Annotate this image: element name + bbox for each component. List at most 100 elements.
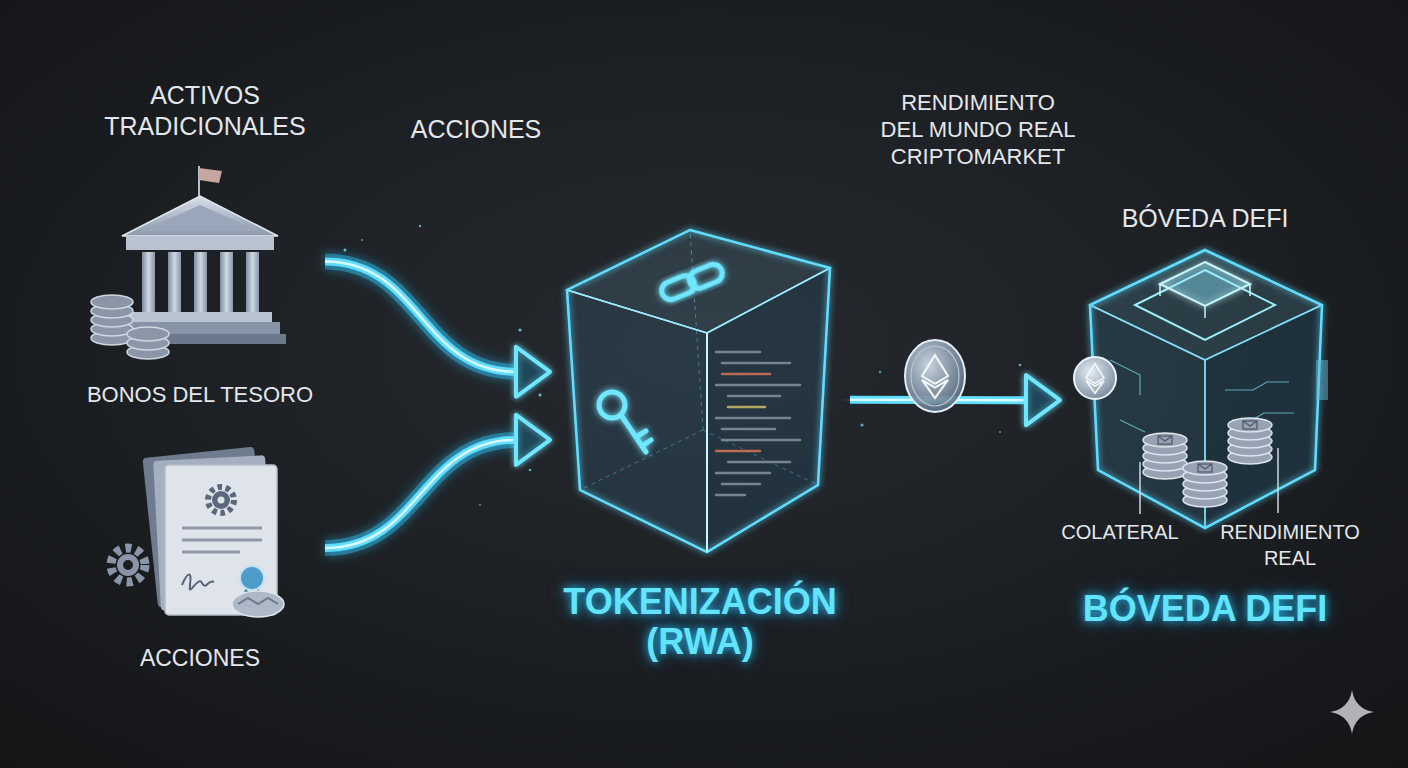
coin-stack — [127, 327, 169, 341]
certificate-icon — [182, 551, 240, 554]
caption-label: RENDIMIENTO REAL — [1214, 519, 1366, 571]
certificate-icon — [182, 539, 262, 542]
certificate-icon — [218, 497, 225, 504]
bank-icon — [122, 196, 278, 236]
token-cube — [599, 392, 651, 452]
code-lines — [716, 494, 745, 497]
code-lines — [722, 428, 775, 431]
sparkles — [519, 329, 522, 332]
ether-coin — [1074, 357, 1116, 399]
defi-vault — [1249, 284, 1251, 296]
caption-label: ACTIVOS TRADICIONALES — [93, 80, 318, 143]
bank-icon — [126, 236, 274, 250]
bank-icon — [220, 252, 233, 312]
defi-vault — [1074, 250, 1328, 528]
certificate-icon — [182, 575, 214, 590]
node-label: BÓVEDA DEFI — [1060, 203, 1350, 233]
code-lines — [728, 406, 765, 409]
token-cube — [567, 290, 707, 552]
certificate-icon — [123, 560, 133, 570]
sparkles — [999, 431, 1001, 433]
coin-stack — [91, 295, 133, 309]
sparkles — [1019, 364, 1022, 367]
envelope-symbol — [1158, 436, 1172, 441]
arrow-head — [516, 347, 550, 397]
ether-coin — [1086, 381, 1104, 394]
certificate-icon — [182, 527, 262, 530]
sparkles — [529, 469, 532, 472]
sparkles — [879, 371, 881, 373]
token-cube — [687, 262, 725, 291]
envelope-symbol — [1158, 421, 1257, 472]
code-lines — [716, 417, 790, 420]
sparkles — [479, 504, 481, 506]
arrow-head — [516, 415, 550, 465]
process-node: ACCIONES — [75, 440, 325, 680]
defi-vault — [1090, 250, 1322, 528]
caption-label: RENDIMIENTO DEL MUNDO REAL CRIPTOMARKET — [878, 89, 1077, 170]
certificate-icon — [208, 487, 234, 513]
bank-icon — [91, 166, 286, 359]
arrow-core — [325, 440, 516, 548]
defi-vault — [1159, 284, 1161, 296]
bank-icon — [168, 252, 181, 312]
token-cube — [621, 415, 651, 452]
envelope-symbol — [1243, 421, 1257, 429]
sparkles — [419, 225, 421, 227]
code-lines — [716, 450, 760, 453]
certificate-icon — [117, 554, 139, 576]
certificate-icon — [240, 566, 264, 590]
sparkles — [861, 424, 864, 427]
code-lines — [716, 384, 800, 387]
ether-coin — [911, 346, 959, 406]
ether-coin — [1086, 364, 1104, 384]
arrow-core — [325, 261, 516, 371]
certificate-icon — [232, 591, 284, 617]
token-cube — [659, 262, 725, 303]
watermark-star — [1330, 690, 1374, 734]
certificate-icon — [238, 598, 278, 604]
ether-coin — [922, 380, 948, 398]
process-node: TOKENIZACIÓN (RWA) — [550, 220, 850, 680]
flow-arrow — [325, 415, 550, 548]
node-title: TOKENIZACIÓN (RWA) — [550, 582, 850, 663]
token-cube — [707, 268, 830, 552]
arrow-shaft — [325, 261, 516, 371]
bank-icon — [246, 252, 259, 312]
bank-icon — [128, 312, 272, 322]
coin-stack — [91, 295, 169, 359]
certificate-icon — [212, 491, 230, 509]
caption-label: COLATERAL — [1061, 520, 1178, 545]
envelope-symbol — [1198, 464, 1212, 472]
certificate-icon — [111, 447, 284, 617]
coin-stack — [1143, 433, 1187, 447]
ether-coin — [922, 355, 948, 384]
defi-vault — [1316, 360, 1328, 400]
coin-stack — [1183, 461, 1227, 475]
envelope-symbol — [1198, 464, 1212, 469]
code-lines — [722, 439, 800, 442]
sparkles — [344, 249, 347, 252]
token-cube — [567, 230, 830, 552]
node-label: BONOS DEL TESORO — [75, 382, 325, 408]
envelope-symbol — [1158, 436, 1172, 444]
arrow-glow — [325, 440, 516, 548]
code-lines — [728, 461, 790, 464]
token-cube — [567, 230, 830, 552]
code-lines — [722, 362, 790, 365]
process-node: BÓVEDA DEFIBÓVEDA DEFI — [1060, 195, 1350, 655]
leader-line — [1139, 462, 1141, 514]
envelope-symbol — [1243, 421, 1257, 426]
certificate-icon — [111, 548, 145, 582]
code-lines — [722, 483, 760, 486]
arrow-shaft — [325, 440, 516, 548]
arrow-glow — [325, 261, 516, 371]
token-cube — [706, 333, 708, 552]
bank-icon — [194, 252, 207, 312]
code-lines — [722, 373, 770, 376]
process-node: BONOS DEL TESORO — [75, 160, 325, 420]
code-lines — [716, 472, 770, 475]
code-lines — [716, 351, 760, 354]
ether-coin — [905, 340, 965, 412]
